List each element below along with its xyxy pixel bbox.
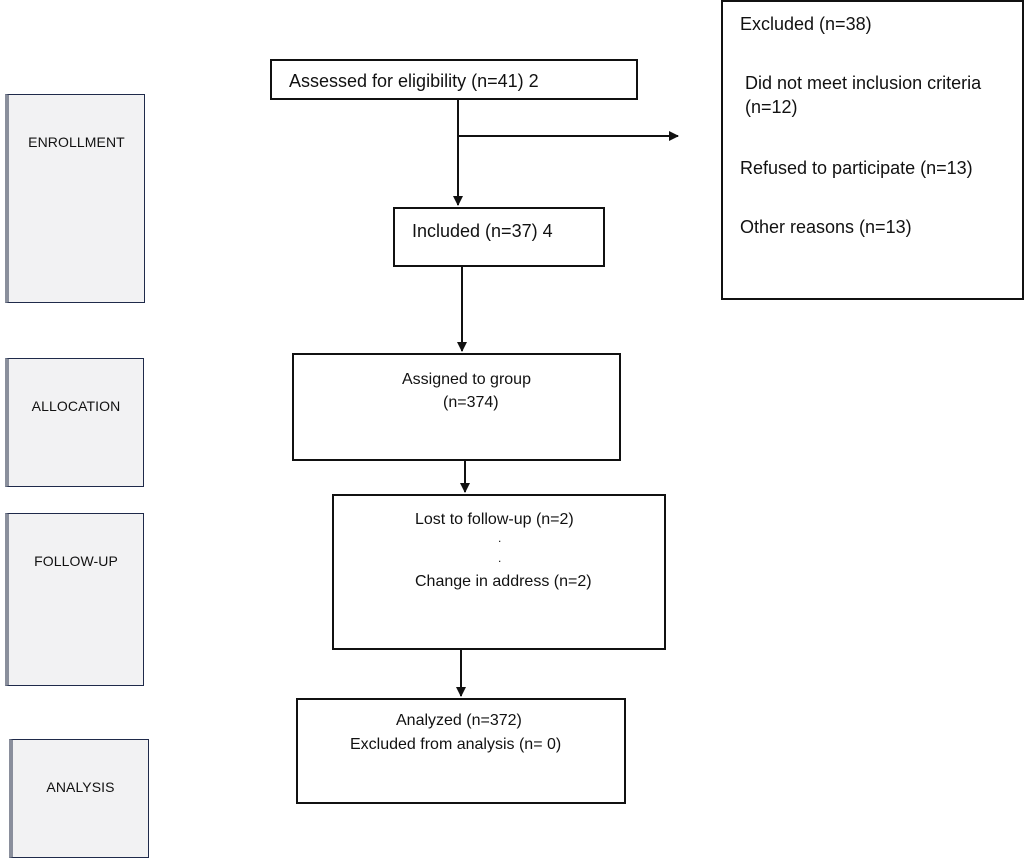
followup-dot-2: . [498, 551, 502, 565]
stage-label-analysis: ANALYSIS [46, 779, 115, 795]
stage-box-followup: FOLLOW-UP [5, 513, 144, 686]
followup-address: Change in address (n=2) [415, 573, 592, 590]
stage-label-followup: FOLLOW-UP [34, 553, 118, 569]
stage-box-enrollment: ENROLLMENT [5, 94, 145, 303]
excluded-box: Excluded (n=38) Did not meet inclusion c… [721, 0, 1024, 300]
included-box: Included (n=37) 4 [393, 207, 605, 267]
excluded-reason-criteria-count: (n=12) [745, 97, 798, 117]
assessed-text: Assessed for eligibility (n=41) 2 [289, 71, 539, 91]
excluded-reason-other: Other reasons (n=13) [740, 217, 912, 237]
assigned-box: Assigned to group (n=374) [292, 353, 621, 461]
included-text: Included (n=37) 4 [412, 221, 553, 241]
analyzed-box: Analyzed (n=372) Excluded from analysis … [296, 698, 626, 804]
followup-box: Lost to follow-up (n=2) . . Change in ad… [332, 494, 666, 650]
excluded-reason-refused: Refused to participate (n=13) [740, 158, 973, 178]
stage-label-enrollment: ENROLLMENT [28, 134, 125, 150]
analyzed-line1: Analyzed (n=372) [396, 712, 522, 729]
analyzed-line2: Excluded from analysis (n= 0) [350, 736, 562, 753]
assessed-box: Assessed for eligibility (n=41) 2 [270, 59, 638, 100]
excluded-reason-criteria: Did not meet inclusion criteria [745, 73, 982, 93]
followup-lost: Lost to follow-up (n=2) [415, 511, 574, 528]
stage-label-allocation: ALLOCATION [31, 398, 121, 414]
assigned-line2: (n=374) [443, 394, 499, 411]
excluded-title: Excluded (n=38) [740, 14, 872, 34]
followup-dot-1: . [498, 531, 502, 545]
stage-box-allocation: ALLOCATION [5, 358, 144, 487]
assigned-line1: Assigned to group [402, 371, 531, 388]
